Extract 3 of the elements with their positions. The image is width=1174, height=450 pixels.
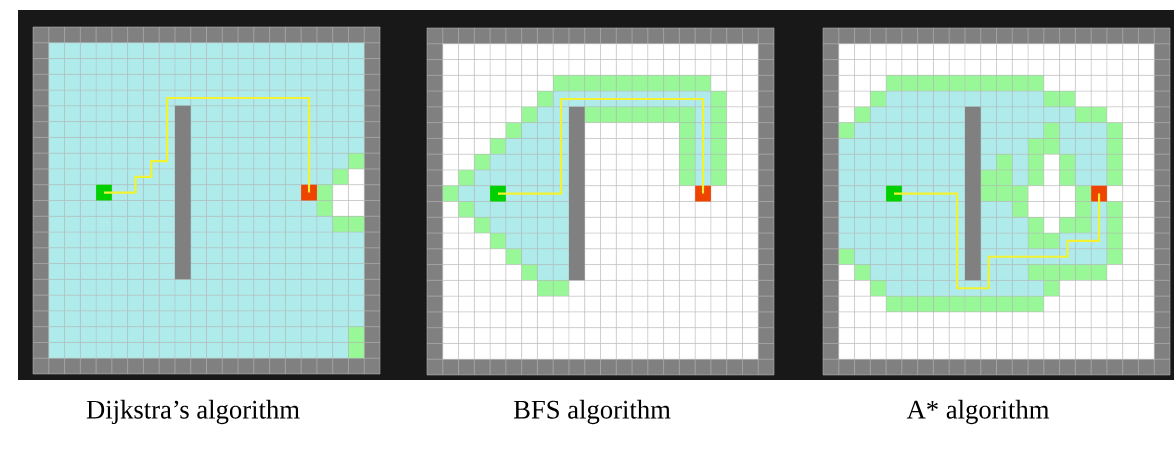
panel-caption: BFS algorithm xyxy=(513,399,671,425)
panel-caption: A* algorithm xyxy=(906,399,1050,425)
panel-caption: Dijkstra’s algorithm xyxy=(86,399,300,425)
